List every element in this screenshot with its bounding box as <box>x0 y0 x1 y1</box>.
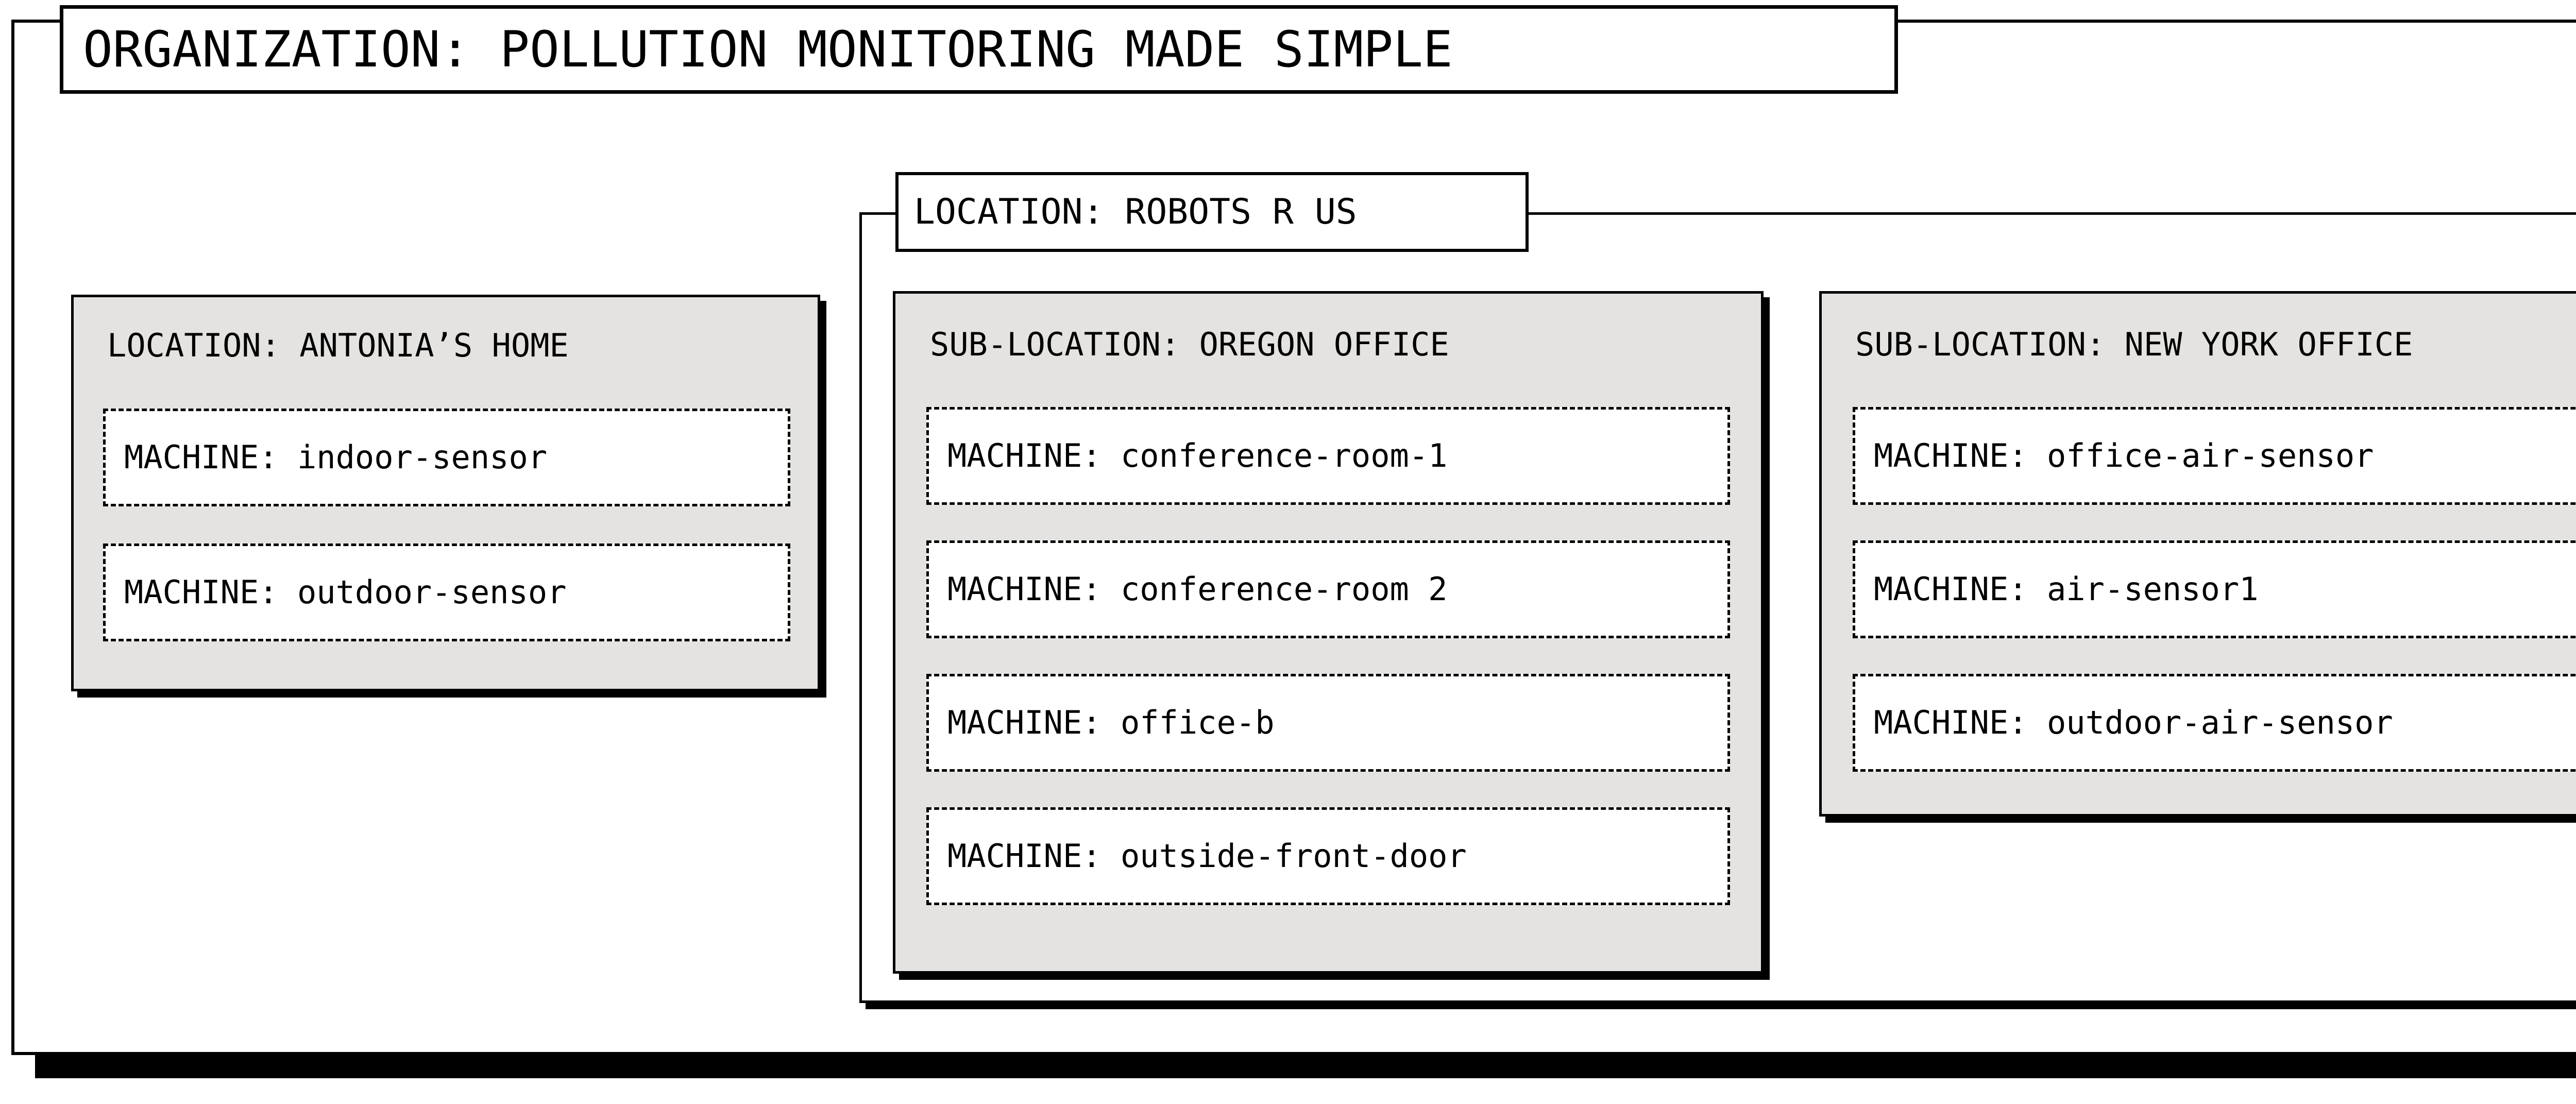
machine-box[interactable]: MACHINE: outdoor-air-sensor <box>1853 674 2576 772</box>
machine-box[interactable]: MACHINE: air-sensor1 <box>1853 540 2576 638</box>
machine-box[interactable]: MACHINE: office-air-sensor <box>1853 407 2576 505</box>
machine-label: MACHINE: outdoor-sensor <box>124 573 567 611</box>
sub-location-new-york-office-title: SUB-LOCATION: NEW YORK OFFICE <box>1855 326 2413 363</box>
machine-box[interactable]: MACHINE: indoor-sensor <box>103 409 790 506</box>
machine-label: MACHINE: outside-front-door <box>947 837 1467 875</box>
machine-box[interactable]: MACHINE: conference-room-1 <box>926 407 1730 505</box>
location-robots-r-us-title-box: LOCATION: ROBOTS R US <box>895 172 1529 252</box>
location-robots-r-us-title-label: LOCATION: ROBOTS R US <box>914 191 1357 232</box>
machine-label: MACHINE: office-air-sensor <box>1874 437 2374 474</box>
machine-box[interactable]: MACHINE: outdoor-sensor <box>103 543 790 641</box>
machine-box[interactable]: MACHINE: outside-front-door <box>926 807 1730 905</box>
location-antonias-home-title: LOCATION: ANTONIA’S HOME <box>107 327 569 364</box>
machine-label: MACHINE: office-b <box>947 704 1275 741</box>
organization-title-box: ORGANIZATION: POLLUTION MONITORING MADE … <box>60 5 1898 94</box>
sub-location-oregon-office-title: SUB-LOCATION: OREGON OFFICE <box>930 326 1449 363</box>
machine-box[interactable]: MACHINE: office-b <box>926 674 1730 772</box>
machine-label: MACHINE: outdoor-air-sensor <box>1874 704 2393 741</box>
machine-label: MACHINE: air-sensor1 <box>1874 570 2259 608</box>
machine-label: MACHINE: conference-room-1 <box>947 437 1448 474</box>
machine-box[interactable]: MACHINE: conference-room 2 <box>926 540 1730 638</box>
machine-label: MACHINE: indoor-sensor <box>124 438 548 476</box>
organization-title-label: ORGANIZATION: POLLUTION MONITORING MADE … <box>83 21 1453 78</box>
machine-label: MACHINE: conference-room 2 <box>947 570 1448 608</box>
